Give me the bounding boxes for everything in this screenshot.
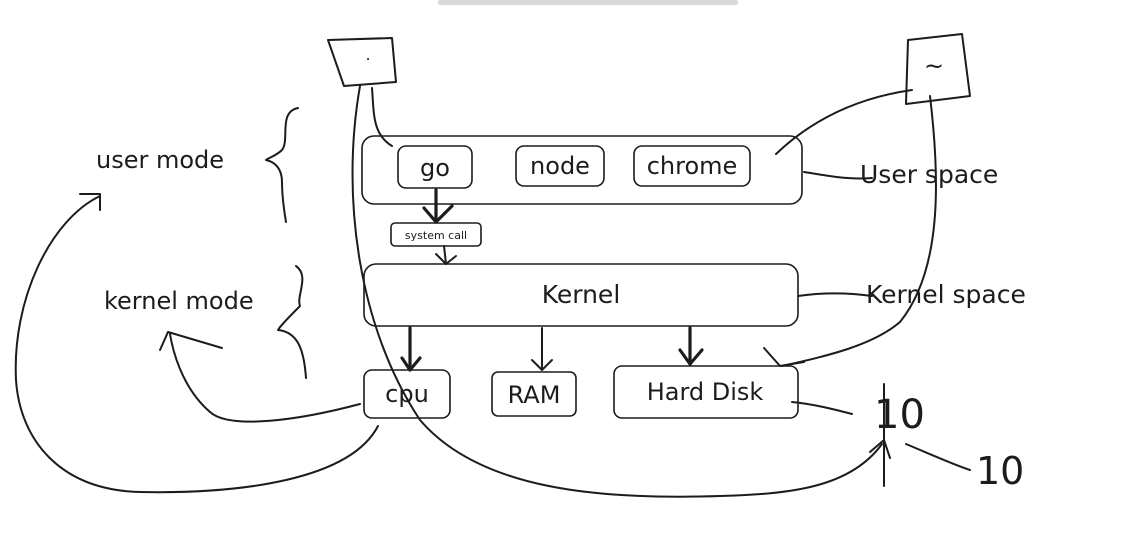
kernel-mode-arrowhead xyxy=(159,331,223,351)
process-go: go xyxy=(397,145,473,189)
hard-disk-to-timing-line xyxy=(791,401,853,415)
faint-header-text xyxy=(438,0,738,5)
home-directory-box: ~ xyxy=(905,33,971,105)
timing-second-value: 10 xyxy=(976,449,1024,493)
hardware-cpu-label: cpu xyxy=(385,380,429,408)
root-to-go-line xyxy=(371,87,393,147)
process-go-label: go xyxy=(420,154,450,182)
kernel-to-hard-disk-arrowhead xyxy=(678,348,704,366)
process-node-label: node xyxy=(530,152,590,180)
system-call-label: system call xyxy=(405,229,467,242)
cpu-to-user-mode-loop xyxy=(14,195,379,494)
process-chrome: chrome xyxy=(633,145,751,187)
cpu-to-kernel-mode-curve xyxy=(169,333,361,423)
home-directory-label: ~ xyxy=(924,52,944,80)
kernel-to-ram-arrowhead xyxy=(531,359,553,371)
root-directory-box: . xyxy=(327,37,397,87)
system-call-box: system call xyxy=(390,222,482,247)
hardware-ram: RAM xyxy=(491,371,577,417)
kernel-box: Kernel xyxy=(363,263,799,327)
hardware-ram-label: RAM xyxy=(508,381,561,409)
user-space-label: User space xyxy=(860,160,998,189)
hard-disk-arrowhead xyxy=(763,347,805,367)
timing-second-stroke xyxy=(905,443,971,471)
hardware-cpu: cpu xyxy=(363,369,451,419)
system-call-to-kernel-arrowhead xyxy=(435,253,457,265)
kernel-to-cpu-arrowhead xyxy=(400,356,422,372)
hardware-hard-disk-label: Hard Disk xyxy=(647,378,764,406)
user-mode-brace xyxy=(265,107,299,223)
chrome-to-home-line xyxy=(775,89,913,155)
kernel-label: Kernel xyxy=(542,280,621,309)
hardware-hard-disk: Hard Disk xyxy=(613,365,799,419)
home-to-hard-disk-line xyxy=(781,95,937,367)
process-chrome-label: chrome xyxy=(647,152,738,180)
user-mode-arrowhead xyxy=(79,193,101,211)
kernel-space-label: Kernel space xyxy=(866,280,1026,309)
kernel-mode-label: kernel mode xyxy=(104,287,254,315)
root-directory-label: . xyxy=(365,45,370,64)
system-call-to-kernel-arrow xyxy=(443,245,447,265)
user-space-connector xyxy=(803,171,873,180)
kernel-space-connector xyxy=(797,292,873,297)
kernel-mode-brace xyxy=(277,265,307,379)
process-node: node xyxy=(515,145,605,187)
timing-first-value: 10 xyxy=(874,392,925,438)
go-to-system-call-arrowhead xyxy=(422,204,454,224)
root-to-timing-curve xyxy=(351,85,883,498)
user-mode-label: user mode xyxy=(96,146,224,174)
